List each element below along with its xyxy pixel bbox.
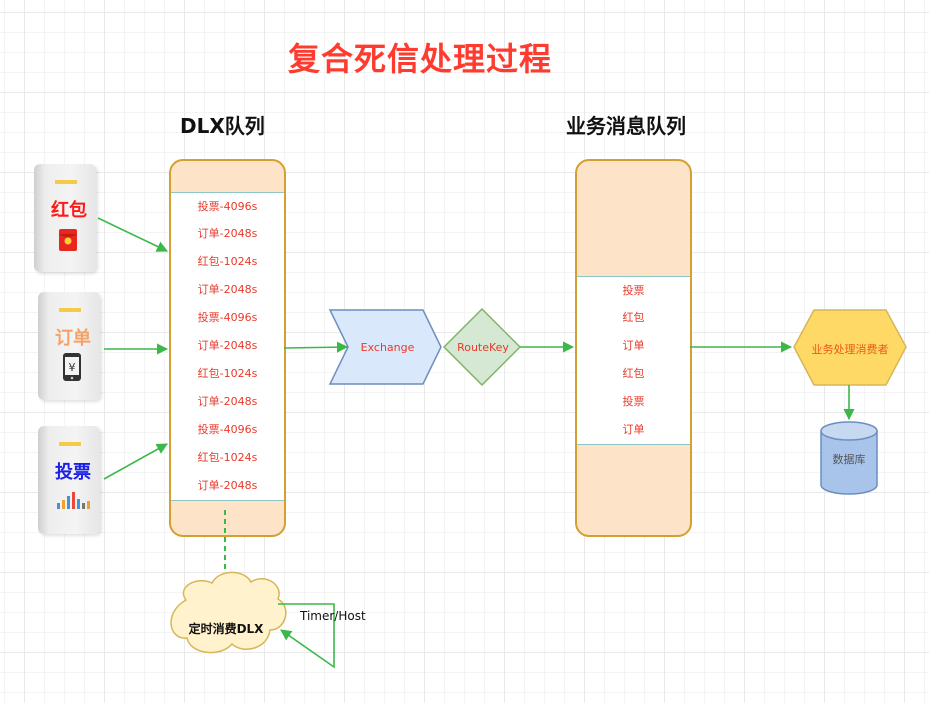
queue-row: 投票 bbox=[577, 388, 690, 417]
consumer-hexagon bbox=[793, 309, 907, 386]
card-accent-bar bbox=[59, 442, 81, 446]
queue-row: 投票-4096s bbox=[171, 416, 284, 445]
consumer-label: 业务处理消费者 bbox=[811, 343, 889, 356]
svg-text:¥: ¥ bbox=[69, 361, 76, 374]
queue-row: 红包-1024s bbox=[171, 248, 284, 277]
diagram-title: 复合死信处理过程 bbox=[287, 40, 552, 78]
scheduler-cloud-label: 定时消费DLX bbox=[188, 622, 264, 636]
bar-chart-icon bbox=[56, 490, 92, 514]
queue-row: 订单-2048s bbox=[171, 472, 284, 501]
queue-row: 投票-4096s bbox=[171, 192, 284, 222]
queue-row: 红包-1024s bbox=[171, 444, 284, 473]
phone-yuan-icon: ¥ bbox=[62, 352, 82, 386]
source-label-red-envelope: 红包 bbox=[51, 200, 87, 221]
arrow-red-envelope-to-dlx bbox=[97, 217, 169, 252]
queue-row: 订单-2048s bbox=[171, 332, 284, 361]
timer-loop-arrow bbox=[278, 603, 335, 669]
database-label: 数据库 bbox=[832, 453, 866, 466]
source-card-red-envelope: 红包 bbox=[34, 164, 96, 272]
routekey-diamond bbox=[442, 307, 522, 387]
card-accent-bar bbox=[59, 308, 81, 312]
routekey-label: RouteKey bbox=[457, 341, 509, 354]
queue-row: 投票-4096s bbox=[171, 304, 284, 333]
source-label-vote: 投票 bbox=[55, 462, 91, 483]
dlx-queue-heading: DLX队列 bbox=[180, 114, 265, 138]
exchange-shape bbox=[328, 309, 442, 385]
exchange-label: Exchange bbox=[360, 341, 415, 354]
arrow-dlx-to-exchange bbox=[283, 341, 349, 353]
red-envelope-icon bbox=[58, 228, 78, 256]
source-label-order: 订单 bbox=[55, 328, 91, 349]
queue-row: 红包 bbox=[577, 304, 690, 333]
scheduler-cloud bbox=[170, 571, 287, 654]
source-card-order: 订单 ¥ bbox=[38, 292, 100, 400]
queue-row: 订单-2048s bbox=[171, 388, 284, 417]
source-card-vote: 投票 bbox=[38, 426, 100, 534]
card-accent-bar bbox=[55, 180, 77, 184]
arrow-vote-to-dlx bbox=[103, 443, 168, 480]
biz-queue-heading: 业务消息队列 bbox=[566, 114, 686, 138]
queue-row: 订单-2048s bbox=[171, 276, 284, 305]
queue-row: 订单 bbox=[577, 332, 690, 361]
business-queue: 投票红包订单红包投票订单 bbox=[575, 159, 692, 537]
queue-row: 订单 bbox=[577, 416, 690, 445]
timer-host-label: Timer/Host bbox=[300, 609, 366, 623]
database-cylinder bbox=[820, 421, 878, 495]
